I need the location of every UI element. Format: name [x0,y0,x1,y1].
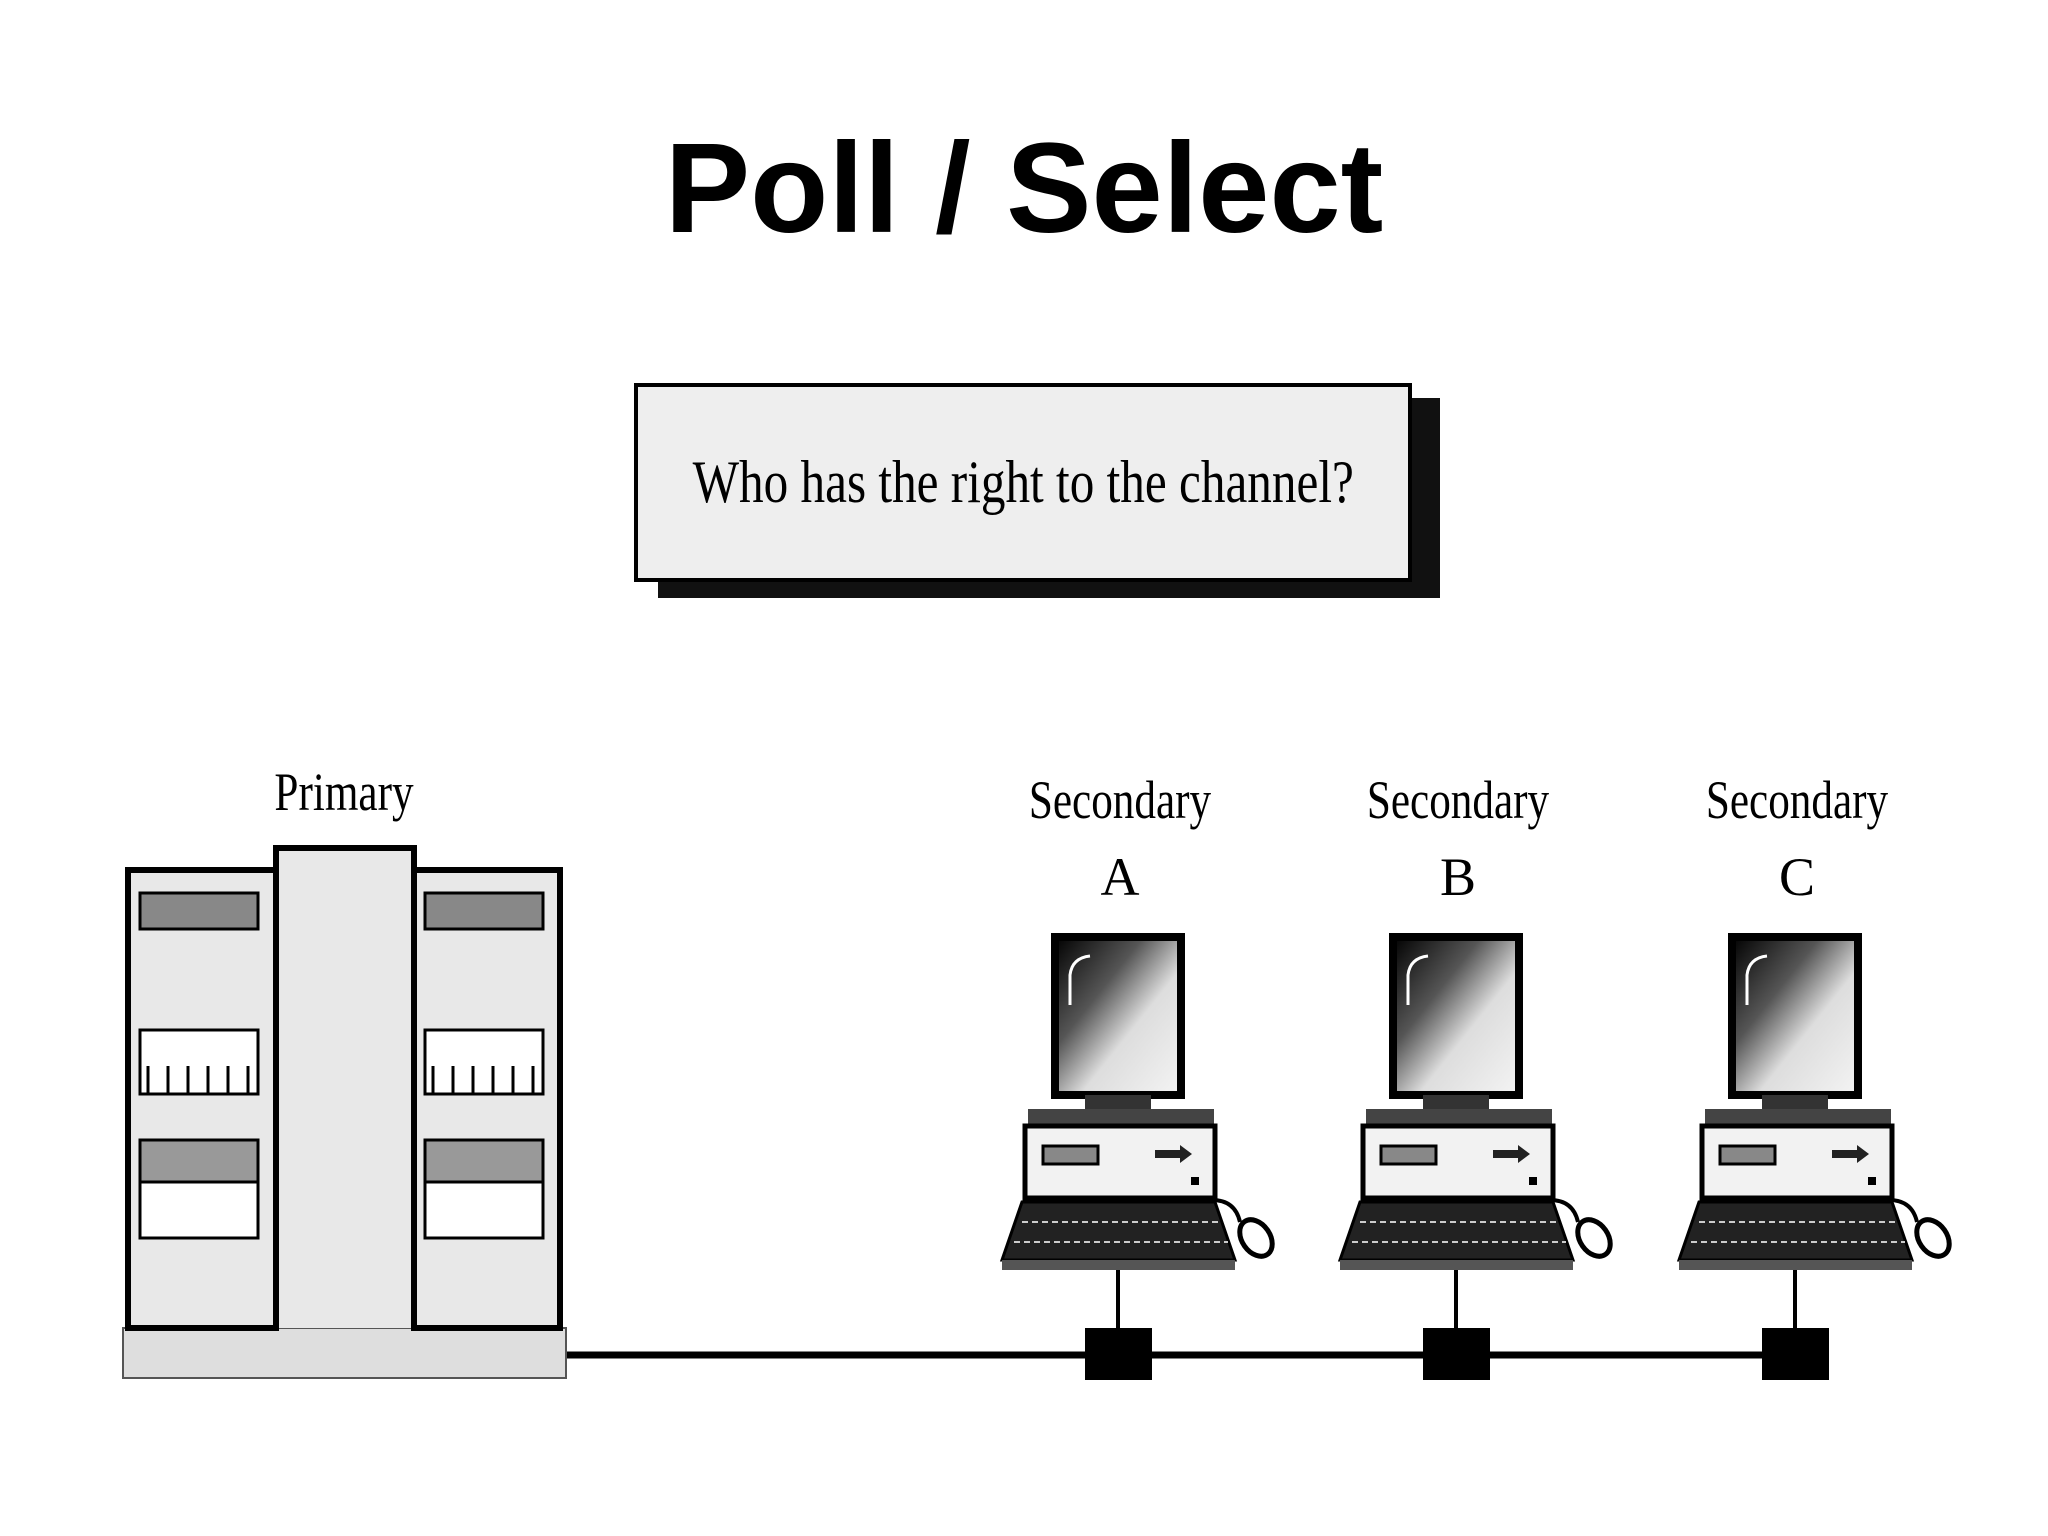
secondary-a-label-line1: Secondary [1029,769,1212,830]
question-box: Who has the right to the channel? [634,383,1412,582]
secondary-a-label-line2: A [1101,847,1140,907]
secondary-b-label-line2: B [1440,847,1476,907]
secondary-c-label-line2: C [1779,847,1815,907]
question-text: Who has the right to the channel? [692,449,1354,515]
secondary-b-computer-icon [1337,933,1613,1380]
primary-mainframe-icon [122,845,567,1379]
slide-title: Poll / Select [664,117,1384,260]
secondary-b-label-line1: Secondary [1367,769,1550,830]
secondary-c-label-line1: Secondary [1706,769,1889,830]
secondary-a-computer-icon [999,933,1275,1380]
primary-label: Primary [274,761,414,822]
secondary-c-computer-icon [1676,933,1952,1380]
